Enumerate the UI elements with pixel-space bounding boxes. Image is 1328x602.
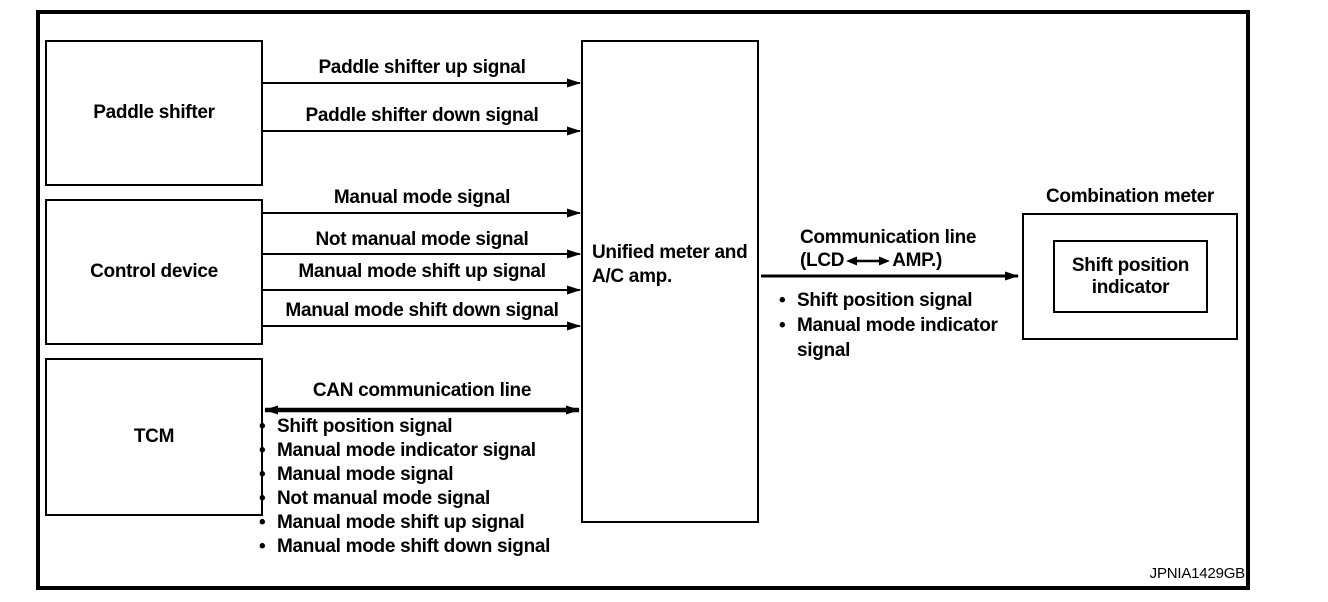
unified-meter-box bbox=[581, 40, 759, 523]
bullet-marker: • bbox=[259, 512, 266, 533]
bullet-marker: • bbox=[259, 416, 266, 437]
bullet-text: Not manual mode signal bbox=[277, 488, 490, 509]
list-item: • Not manual mode signal bbox=[259, 487, 577, 511]
list-item: • Manual mode signal bbox=[259, 463, 577, 487]
control-device-label: Control device bbox=[90, 261, 218, 282]
bullet-text: Manual mode shift up signal bbox=[277, 512, 525, 533]
amp-text: AMP.) bbox=[892, 250, 943, 271]
list-item: • Manual mode shift down signal bbox=[259, 535, 577, 559]
paddle-shifter-box: Paddle shifter bbox=[45, 40, 263, 186]
bullet-marker: • bbox=[259, 536, 266, 557]
can-communication-line-label: CAN communication line bbox=[312, 380, 532, 401]
lcd-amp-double-arrow-icon bbox=[846, 256, 891, 265]
lcd-text: (LCD bbox=[800, 250, 845, 271]
bullet-text: Shift position signal bbox=[277, 416, 453, 437]
communication-line-label-line2: (LCD AMP.) bbox=[800, 249, 976, 272]
communication-signal-list: • Shift position signal • Manual mode in… bbox=[779, 288, 1027, 363]
bullet-text: Shift position signal bbox=[797, 290, 973, 311]
bullet-text: Manual mode indicator signal bbox=[797, 315, 998, 361]
list-item: • Manual mode indicator signal bbox=[259, 439, 577, 463]
tcm-box: TCM bbox=[45, 358, 263, 516]
bullet-marker: • bbox=[259, 440, 266, 461]
manual-shift-down-signal-label: Manual mode shift down signal bbox=[285, 300, 559, 321]
list-item: • Shift position signal bbox=[259, 415, 577, 439]
not-manual-mode-signal-label: Not manual mode signal bbox=[315, 229, 529, 250]
control-device-box: Control device bbox=[45, 199, 263, 345]
tcm-label: TCM bbox=[133, 426, 175, 447]
communication-line-label-line1: Communication line bbox=[800, 227, 977, 248]
manual-mode-signal-label: Manual mode signal bbox=[333, 187, 511, 208]
paddle-shifter-label: Paddle shifter bbox=[93, 102, 215, 123]
can-signal-list: • Shift position signal • Manual mode in… bbox=[259, 415, 577, 559]
manual-shift-up-signal-label: Manual mode shift up signal bbox=[298, 261, 546, 282]
shift-position-indicator-label: Shift position indicator bbox=[1071, 254, 1190, 298]
bullet-text: Manual mode signal bbox=[277, 464, 454, 485]
combination-meter-title: Combination meter bbox=[1045, 186, 1215, 207]
figure-code-watermark: JPNIA1429GB bbox=[1149, 565, 1246, 582]
shift-position-indicator-box: Shift position indicator bbox=[1053, 240, 1208, 313]
communication-line-label: Communication line (LCD AMP.) bbox=[800, 226, 976, 272]
bullet-marker: • bbox=[259, 488, 266, 509]
unified-meter-label: Unified meter and A/C amp. bbox=[592, 242, 748, 287]
bullet-marker: • bbox=[779, 315, 786, 336]
bullet-text: Manual mode shift down signal bbox=[277, 536, 551, 557]
list-item: • Shift position signal bbox=[779, 288, 1027, 313]
diagram-border bbox=[36, 10, 1250, 590]
paddle-up-signal-label: Paddle shifter up signal bbox=[318, 57, 526, 78]
bullet-marker: • bbox=[259, 464, 266, 485]
bullet-marker: • bbox=[779, 290, 786, 311]
paddle-down-signal-label: Paddle shifter down signal bbox=[305, 105, 539, 126]
list-item: • Manual mode shift up signal bbox=[259, 511, 577, 535]
bullet-text: Manual mode indicator signal bbox=[277, 440, 536, 461]
list-item: • Manual mode indicator signal bbox=[779, 313, 1027, 363]
